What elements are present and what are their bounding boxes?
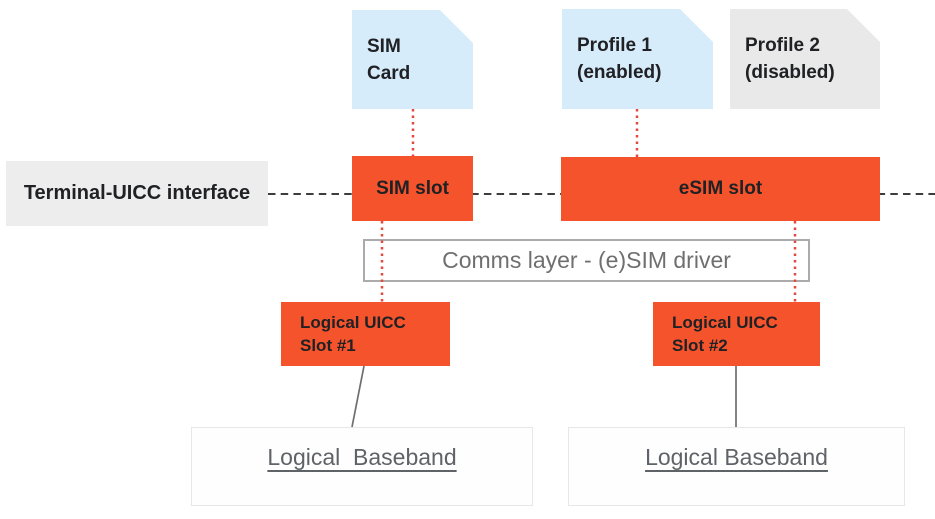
- logical-uicc-slot-2-node: Logical UICC Slot #2: [653, 302, 820, 366]
- logical-baseband-1-node: Logical Baseband: [191, 427, 533, 506]
- profile-2-disabled-node: Profile 2 (disabled): [730, 9, 880, 109]
- sim-card-node: SIM Card: [352, 10, 473, 109]
- terminal-uicc-interface-node: Terminal-UICC interface: [6, 161, 268, 226]
- sim-slot-node: SIM slot: [352, 156, 473, 221]
- profile-2-label: Profile 2 (disabled): [745, 35, 835, 83]
- uicc-slot-1-to-baseband-1-line: [351, 365, 365, 428]
- logical-baseband-2-node: Logical Baseband: [568, 427, 905, 506]
- logical-baseband-2-label: Logical Baseband: [645, 444, 828, 470]
- profile-1-label: Profile 1 (enabled): [577, 35, 662, 83]
- esim-slot-label: eSIM slot: [678, 178, 763, 199]
- comms-layer-driver-label: Comms layer - (e)SIM driver: [442, 247, 731, 273]
- terminal-uicc-interface-label: Terminal-UICC interface: [23, 182, 251, 204]
- comms-layer-driver-node: Comms layer - (e)SIM driver: [363, 239, 810, 282]
- logical-uicc-slot-1-label: Logical UICC Slot #1: [300, 313, 406, 355]
- logical-baseband-1-label: Logical Baseband: [267, 444, 457, 470]
- logical-uicc-slot-2-label: Logical UICC Slot #2: [672, 313, 778, 355]
- profile-1-enabled-node: Profile 1 (enabled): [562, 9, 713, 109]
- logical-uicc-slot-1-node: Logical UICC Slot #1: [281, 302, 450, 366]
- sim-slot-label: SIM slot: [376, 177, 449, 199]
- sim-card-label: SIM Card: [367, 35, 411, 84]
- esim-slot-node: eSIM slot: [561, 157, 880, 221]
